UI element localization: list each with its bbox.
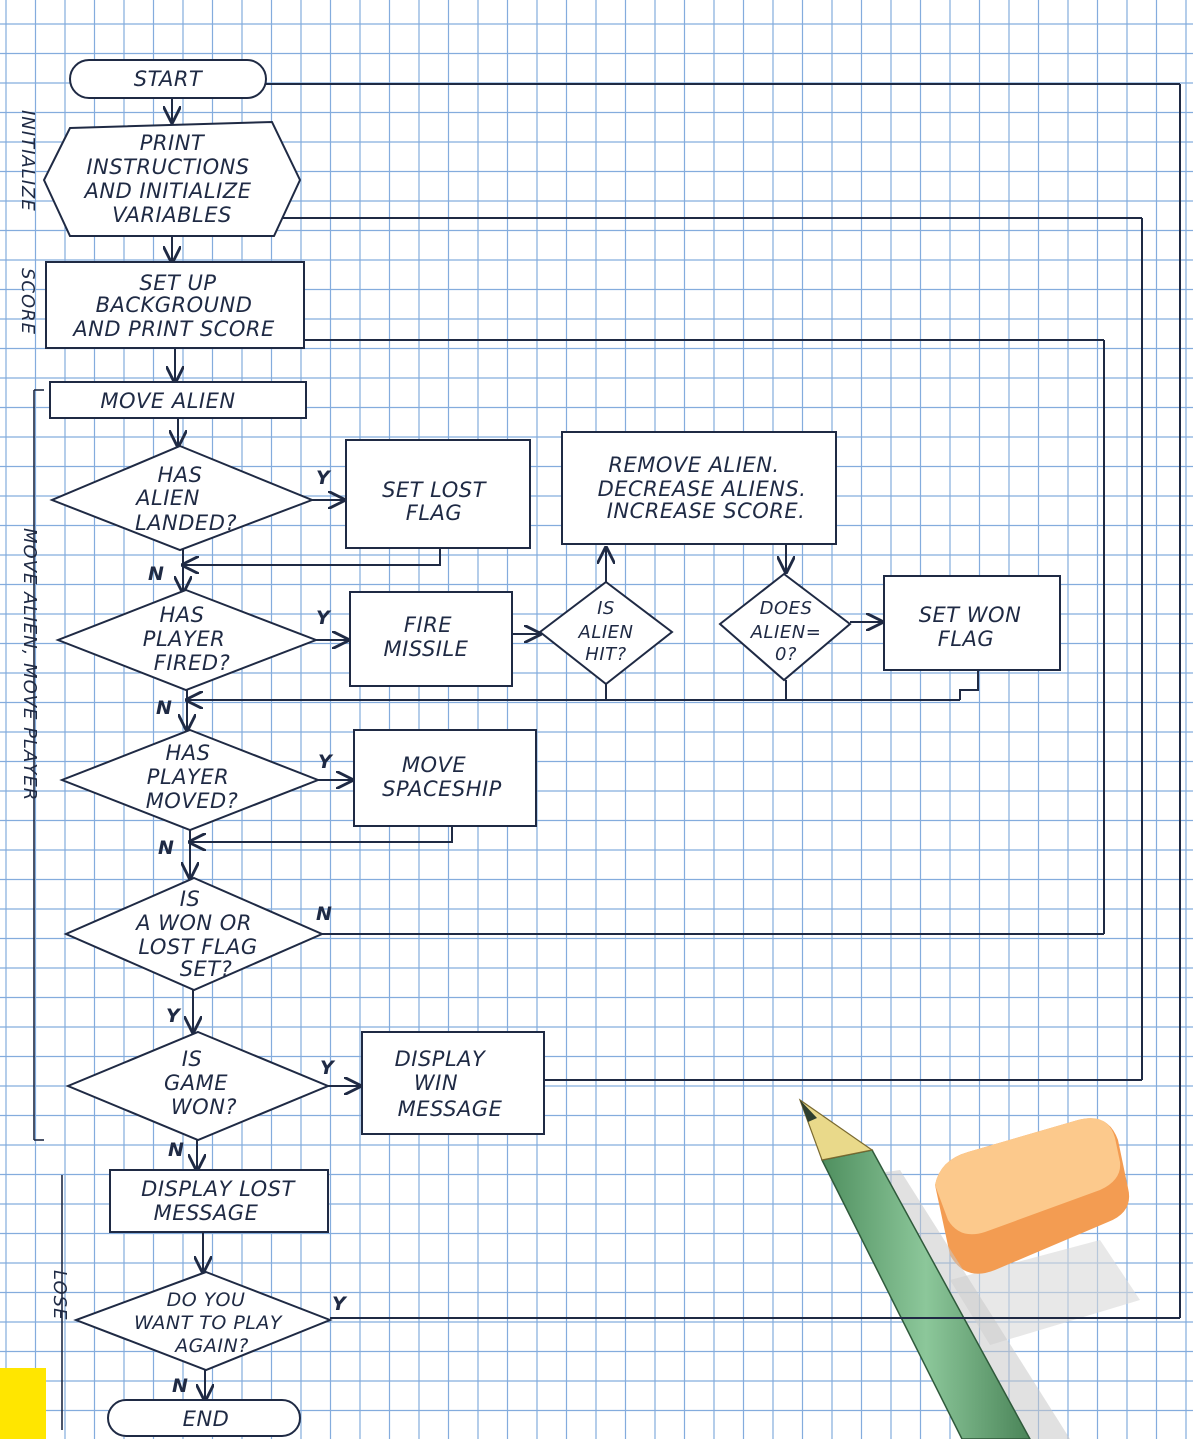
fired-yes-label: Y [316, 607, 332, 629]
is-game-won-line-2: GAME [164, 1071, 228, 1095]
is-game-won-line-3: WON? [171, 1095, 237, 1119]
does-alien-zero-line-2: ALIEN= [750, 622, 822, 643]
again-no-label: N [172, 1375, 188, 1397]
does-alien-zero-line-1: DOES [760, 598, 813, 619]
has-player-fired-line-1: HAS [160, 603, 205, 627]
end-label: END [183, 1407, 230, 1431]
fire-missile-line-2: MISSILE [384, 637, 469, 661]
is-flag-set-line-1: IS [180, 887, 201, 911]
yellow-tab [0, 1368, 46, 1439]
move-spaceship-line-2: SPACESHIP [382, 777, 502, 801]
landed-no-label: N [148, 563, 164, 585]
print-instructions-line-4: VARIABLES [112, 203, 232, 227]
play-again-line-2: WANT TO PLAY [134, 1312, 283, 1334]
won-yes-label: Y [320, 1057, 336, 1079]
display-win-line-2: WIN [414, 1071, 458, 1095]
remove-alien-line-2: DECREASE ALIENS. [598, 477, 807, 501]
set-lost-flag-line-2: FLAG [406, 501, 462, 525]
has-alien-landed-line-2: ALIEN [134, 486, 200, 510]
set-up-line-1: SET UP [139, 271, 216, 295]
is-alien-hit-line-1: IS [597, 598, 615, 619]
side-label-initialize: INITIALIZE [17, 110, 38, 212]
set-won-flag-line-1: SET WON [919, 603, 1022, 627]
moved-no-label: N [158, 837, 174, 859]
set-up-line-2: BACKGROUND [96, 293, 253, 317]
is-alien-hit-line-2: ALIEN [578, 622, 634, 643]
fire-missile-line-1: FIRE [404, 613, 452, 637]
move-alien-label: MOVE ALIEN [100, 389, 235, 413]
side-label-lose: LOSE [49, 1270, 70, 1320]
is-alien-hit-line-3: HIT? [585, 644, 626, 665]
side-label-move-section: MOVE ALIEN, MOVE PLAYER [19, 528, 40, 801]
is-flag-set-line-4: SET? [180, 957, 233, 981]
remove-alien-line-3: INCREASE SCORE. [607, 499, 806, 523]
print-instructions-line-1: PRINT [140, 131, 206, 155]
display-win-line-1: DISPLAY [395, 1047, 487, 1071]
has-player-moved-line-1: HAS [166, 741, 211, 765]
has-player-moved-line-3: MOVED? [146, 789, 239, 813]
has-player-moved-line-2: PLAYER [147, 765, 229, 789]
has-player-fired-line-2: PLAYER [143, 627, 225, 651]
again-yes-label: Y [332, 1293, 348, 1315]
landed-yes-label: Y [316, 467, 332, 489]
move-spaceship-line-1: MOVE [402, 753, 467, 777]
play-again-line-1: DO YOU [167, 1289, 246, 1311]
set-up-line-3: AND PRINT SCORE [71, 317, 275, 341]
won-no-label: N [168, 1139, 184, 1161]
moved-yes-label: Y [318, 751, 334, 773]
set-lost-flag-line-1: SET LOST [382, 478, 488, 502]
flag-no-label: N [316, 903, 332, 925]
play-again-line-3: AGAIN? [173, 1335, 249, 1357]
is-game-won-line-1: IS [182, 1047, 203, 1071]
display-lost-line-2: MESSAGE [154, 1201, 259, 1225]
is-flag-set-line-2: A WON OR [134, 911, 252, 935]
has-alien-landed-line-3: LANDED? [135, 511, 237, 535]
print-instructions-line-2: INSTRUCTIONS [86, 155, 249, 179]
set-won-flag-line-2: FLAG [938, 627, 994, 651]
print-instructions-line-3: AND INITIALIZE [83, 179, 252, 203]
remove-alien-line-1: REMOVE ALIEN. [608, 453, 779, 477]
has-player-fired-line-3: FIRED? [154, 651, 230, 675]
is-flag-set-line-3: LOST FLAG [138, 935, 257, 959]
has-alien-landed-line-1: HAS [158, 463, 203, 487]
start-label: START [134, 67, 204, 91]
display-win-line-3: MESSAGE [398, 1097, 503, 1121]
side-label-score: SCORE [17, 268, 38, 335]
flag-yes-label: Y [166, 1005, 182, 1027]
fired-no-label: N [156, 697, 172, 719]
does-alien-zero-line-3: 0? [775, 644, 797, 665]
display-lost-line-1: DISPLAY LOST [141, 1177, 296, 1201]
